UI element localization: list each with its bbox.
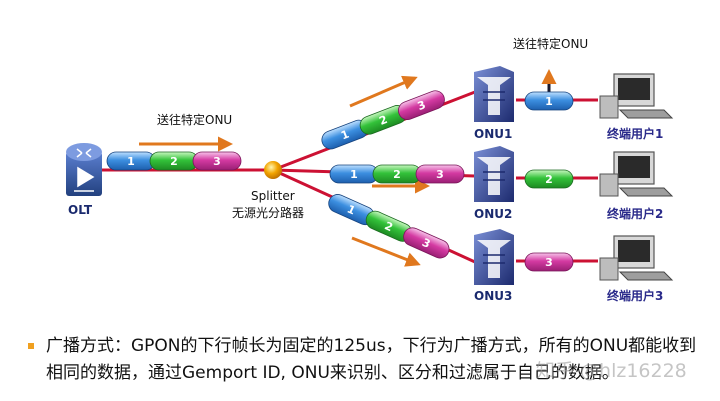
packet-label: 2: [377, 113, 389, 128]
computer-icon-user1: [599, 73, 674, 119]
computer-icon-user3: [599, 235, 674, 281]
olt-icon: [74, 148, 95, 192]
packet-label: 3: [436, 168, 444, 181]
packet-group-branch-2: [329, 164, 465, 184]
gpon-diagram: 1 2 3 1 2 3 1 2 3 1 2 3 1 2 3 OLT Splitt…: [66, 36, 674, 303]
packet-label: 1: [350, 168, 358, 181]
caption-text: 广播方式：GPON的下行帧长为固定的125us，下行为广播方式，所有的ONU都能…: [46, 336, 697, 383]
packet-group-olt: [106, 151, 242, 171]
splitter-node: [264, 161, 282, 179]
send-specific-onu-label-top: 送往特定ONU: [513, 36, 588, 51]
packet-label: 1: [127, 155, 135, 168]
packet-label: 1: [545, 95, 553, 108]
packet-label: 3: [213, 155, 221, 168]
onu1-label: ONU1: [474, 127, 512, 141]
user2-label: 终端用户2: [607, 206, 663, 221]
onu3-device: [474, 229, 514, 285]
olt-device: [66, 143, 102, 196]
splitter-sub-label: 无源光分路器: [232, 205, 304, 220]
packet-label: 1: [339, 128, 351, 143]
bullet-icon: [28, 343, 34, 349]
packet-3: [192, 151, 242, 171]
packet-label: 2: [393, 168, 401, 181]
watermark: 知乎 @hlz16228: [536, 360, 687, 382]
packet-group-branch-3: [328, 194, 450, 259]
packet-group-branch-1: [321, 90, 445, 150]
user3-label: 终端用户3: [607, 288, 663, 303]
packet-1-to-user1: [524, 91, 574, 111]
packet-3-to-user3: [524, 252, 574, 272]
onu2-device: [474, 146, 514, 202]
computer-icon-user2: [599, 151, 674, 197]
packet-label: 2: [170, 155, 178, 168]
send-specific-onu-label-left: 送往特定ONU: [157, 112, 232, 127]
packet-3: [403, 227, 450, 259]
olt-label: OLT: [68, 203, 93, 217]
onu1-device: [474, 66, 514, 122]
packet-label: 2: [545, 173, 553, 186]
splitter-label: Splitter: [251, 189, 295, 203]
caption-block: 广播方式：GPON的下行帧长为固定的125us，下行为广播方式，所有的ONU都能…: [28, 333, 708, 387]
packet-label: 3: [545, 256, 553, 269]
packet-2-to-user2: [524, 169, 574, 189]
onu2-label: ONU2: [474, 207, 512, 221]
packet-3: [415, 164, 465, 184]
user1-label: 终端用户1: [607, 126, 663, 141]
packet-3: [398, 90, 445, 120]
onu3-label: ONU3: [474, 289, 512, 303]
packet-label: 3: [416, 98, 428, 113]
